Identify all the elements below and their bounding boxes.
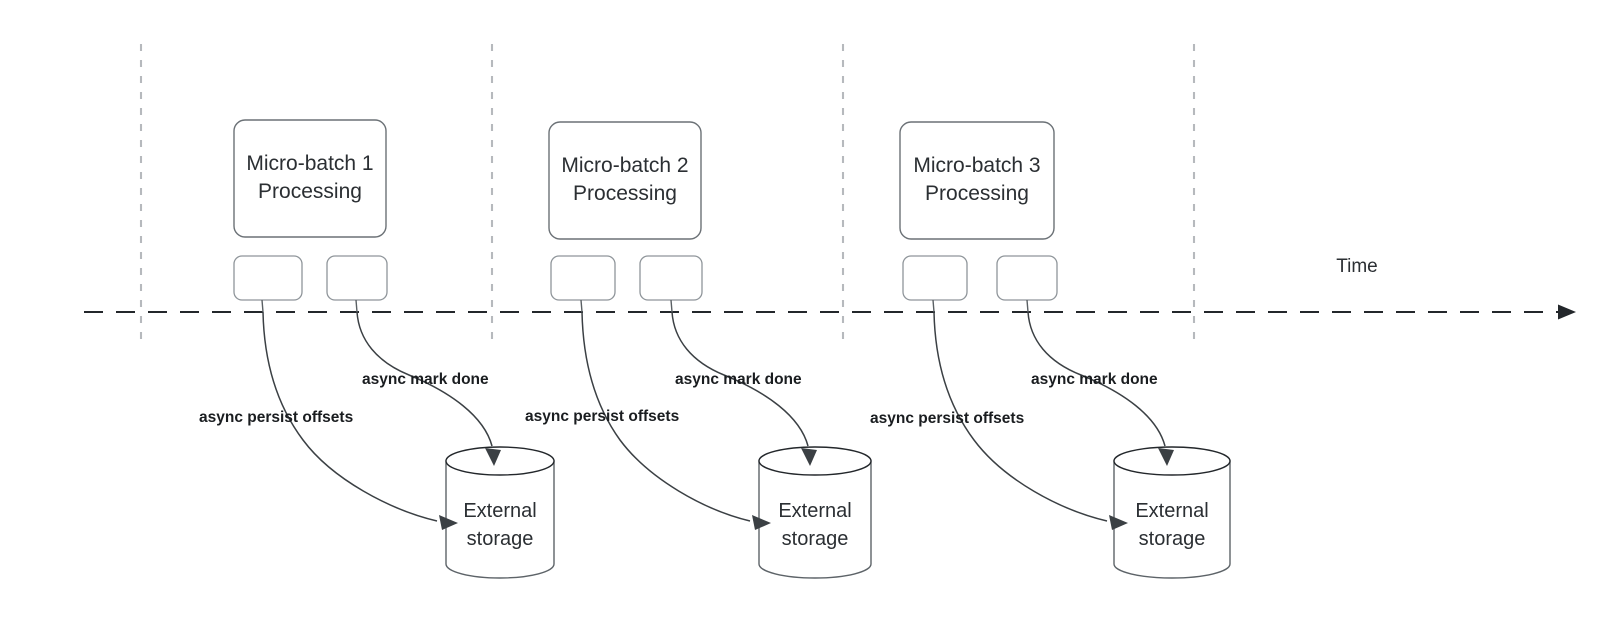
mark-done-2-curve <box>671 311 809 447</box>
tick-lines-group <box>139 44 1196 341</box>
group-3-storage-label-line2: storage <box>1139 528 1206 550</box>
persist-offsets-1-arrowhead <box>439 515 458 530</box>
task-1b-box[interactable] <box>326 255 388 301</box>
mark-done-2-arrowhead <box>801 448 817 466</box>
group-1-batch-label-line1: Micro-batch 1 <box>246 152 373 175</box>
group-2-storage-body <box>758 460 872 579</box>
time-axis-label: Time <box>1336 256 1378 277</box>
group-1-batch-box[interactable] <box>233 119 387 238</box>
time-axis-group: Time <box>84 256 1576 320</box>
mark-done-1-stub <box>355 299 358 313</box>
group-3-batch-label-line1: Micro-batch 3 <box>913 154 1040 177</box>
group-2-storage-label-line2: storage <box>782 528 849 550</box>
group-2-batch-label-line2: Processing <box>573 182 677 205</box>
group-1-storage-label-line1: External <box>463 500 536 522</box>
persist-offsets-2-arrowhead <box>752 515 771 530</box>
task-1a-box[interactable] <box>233 255 303 301</box>
task-2b-box[interactable] <box>639 255 703 301</box>
mark-done-1-label: async mark done <box>362 371 489 388</box>
task-3b-box[interactable] <box>996 255 1058 301</box>
persist-offsets-3-arrowhead <box>1109 515 1128 530</box>
group-3-storage-top[interactable] <box>1113 446 1231 476</box>
persist-offsets-3-stub <box>932 299 935 313</box>
group-2-storage-label-line1: External <box>778 500 851 522</box>
mark-done-2-stub <box>670 299 673 313</box>
mark-done-1-curve <box>356 311 493 447</box>
persist-offsets-2-label: async persist offsets <box>525 408 679 425</box>
group-1-storage-label-line2: storage <box>467 528 534 550</box>
persist-offsets-3-label: async persist offsets <box>870 410 1024 427</box>
persist-offsets-2-curve <box>581 311 751 522</box>
task-3a-box[interactable] <box>902 255 968 301</box>
persist-offsets-1-label: async persist offsets <box>199 409 353 426</box>
mark-done-2-label: async mark done <box>675 371 802 388</box>
mark-done-3-label: async mark done <box>1031 371 1158 388</box>
mark-done-3-stub <box>1026 299 1029 313</box>
group-3-batch-label-line2: Processing <box>925 182 1029 205</box>
group-3-storage-label-line1: External <box>1135 500 1208 522</box>
group-3-storage-body <box>1113 460 1231 579</box>
group-2-storage-top[interactable] <box>758 446 872 476</box>
mark-done-1-arrowhead <box>485 448 501 466</box>
persist-offsets-3-curve <box>933 311 1108 522</box>
task-2a-box[interactable] <box>550 255 616 301</box>
persist-offsets-1-curve <box>262 311 438 522</box>
persist-offsets-1-stub <box>261 299 264 313</box>
group-2-batch-box[interactable] <box>548 121 702 240</box>
group-3-batch-box[interactable] <box>899 121 1055 240</box>
group-1-batch-label-line2: Processing <box>258 180 362 203</box>
time-axis-arrowhead <box>1558 304 1576 320</box>
mark-done-3-curve <box>1027 311 1166 447</box>
mark-done-3-arrowhead <box>1158 448 1174 466</box>
group-2-batch-label-line1: Micro-batch 2 <box>561 154 688 177</box>
group-1-storage-top[interactable] <box>445 446 555 476</box>
group-1-storage-body <box>445 460 555 579</box>
persist-offsets-2-stub <box>580 299 583 313</box>
